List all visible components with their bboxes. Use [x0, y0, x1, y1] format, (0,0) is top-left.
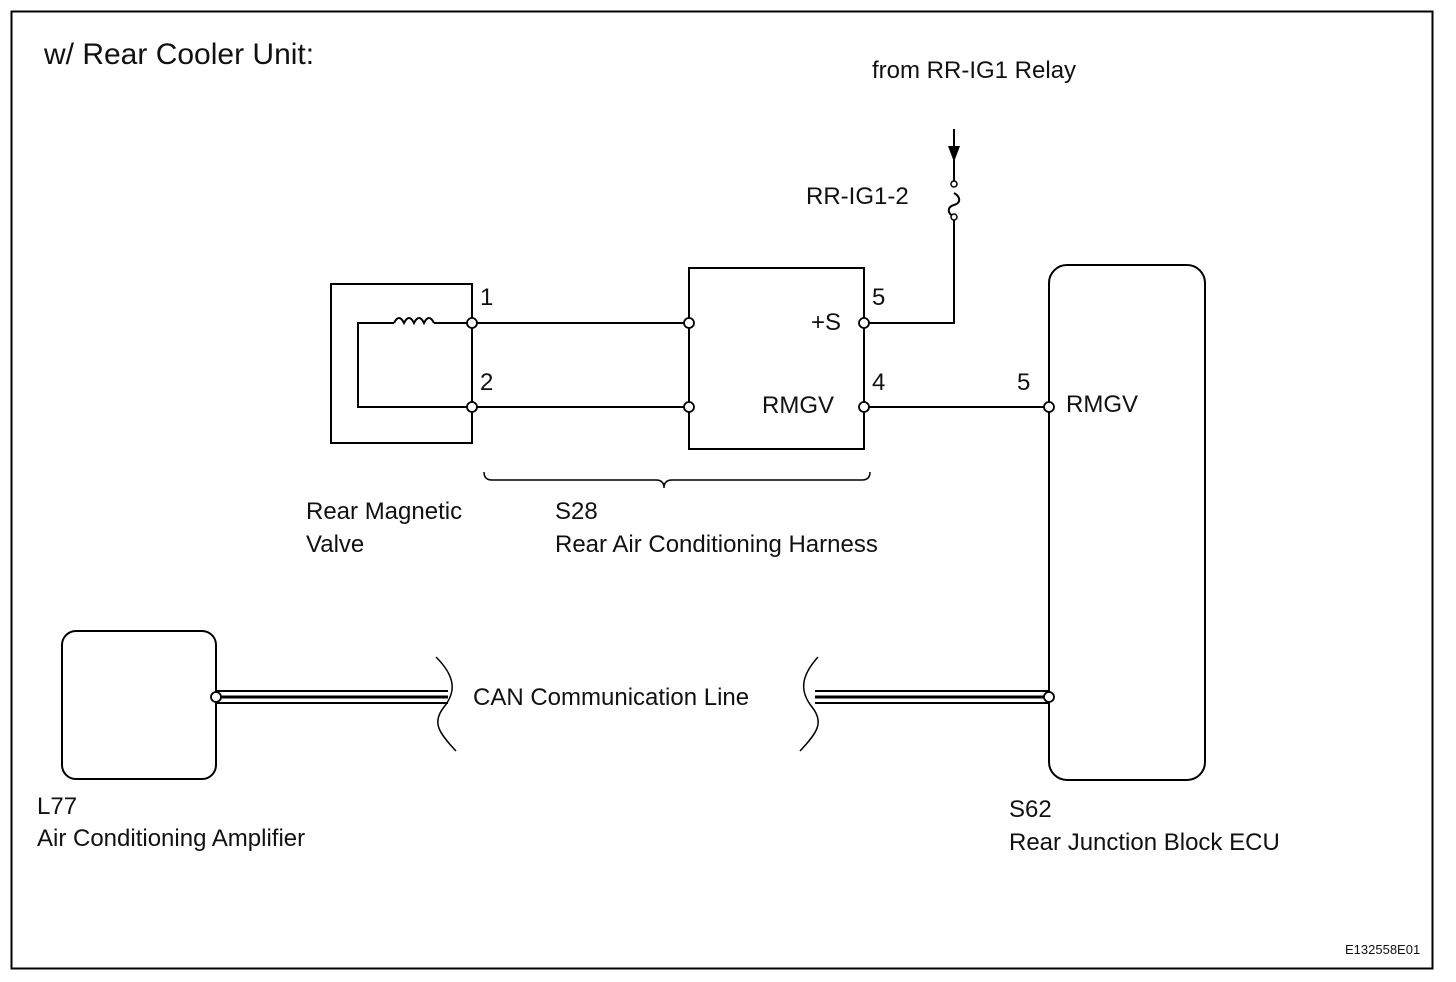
ecu-code: S62	[1009, 796, 1052, 823]
terminal-valve-1	[466, 317, 478, 329]
valve-name-line2: Valve	[306, 531, 365, 558]
wire-plus-s	[864, 217, 955, 324]
ecu-pin: 5	[1017, 369, 1031, 396]
amplifier-box	[61, 630, 217, 780]
terminal-amp-can	[210, 691, 222, 703]
terminal-harness-s	[858, 317, 870, 329]
fuse-icon	[947, 192, 961, 218]
amplifier-name: Air Conditioning Amplifier	[37, 825, 306, 852]
arrow-down-icon	[948, 146, 960, 162]
ecu-name: Rear Junction Block ECU	[1009, 829, 1280, 856]
harness-pin-s-label: +S	[811, 309, 842, 336]
source-label: from RR-IG1 Relay	[872, 57, 1077, 84]
terminals	[210, 317, 1055, 703]
harness-brace	[483, 471, 871, 489]
valve-pin-2: 2	[480, 369, 494, 396]
ecu-pin-label: RMGV	[1066, 391, 1138, 418]
terminal-ecu-can	[1043, 691, 1055, 703]
can-line	[216, 656, 1049, 752]
fuse-label: RR-IG1-2	[806, 183, 909, 210]
can-line-label: CAN Communication Line	[473, 684, 750, 711]
break-mark-left	[435, 656, 457, 752]
ecu-box	[1048, 264, 1206, 781]
diagram-title: w/ Rear Cooler Unit:	[44, 38, 315, 71]
valve-name: Rear Magnetic	[306, 498, 463, 525]
terminal-harness-rmgv	[858, 401, 870, 413]
harness-pin-s: 5	[872, 284, 886, 311]
harness-pin-rmgv-label: RMGV	[762, 392, 834, 419]
harness-code: S28	[555, 498, 598, 525]
rear-magnetic-valve	[330, 283, 473, 444]
amplifier-code: L77	[37, 793, 78, 820]
harness-pin-rmgv: 4	[872, 369, 886, 396]
terminal-valve-2	[466, 401, 478, 413]
coil-icon	[393, 317, 435, 326]
figure-code: E132558E01	[1345, 942, 1421, 957]
harness-name: Rear Air Conditioning Harness	[555, 531, 878, 558]
break-mark-right	[799, 656, 819, 752]
diagram-frame	[10, 10, 1434, 970]
terminal-harness-in-2	[683, 401, 695, 413]
harness-box	[688, 267, 865, 450]
valve-pin-1: 1	[480, 284, 494, 311]
terminal-harness-in-1	[683, 317, 695, 329]
terminal-ecu-rmgv	[1043, 401, 1055, 413]
